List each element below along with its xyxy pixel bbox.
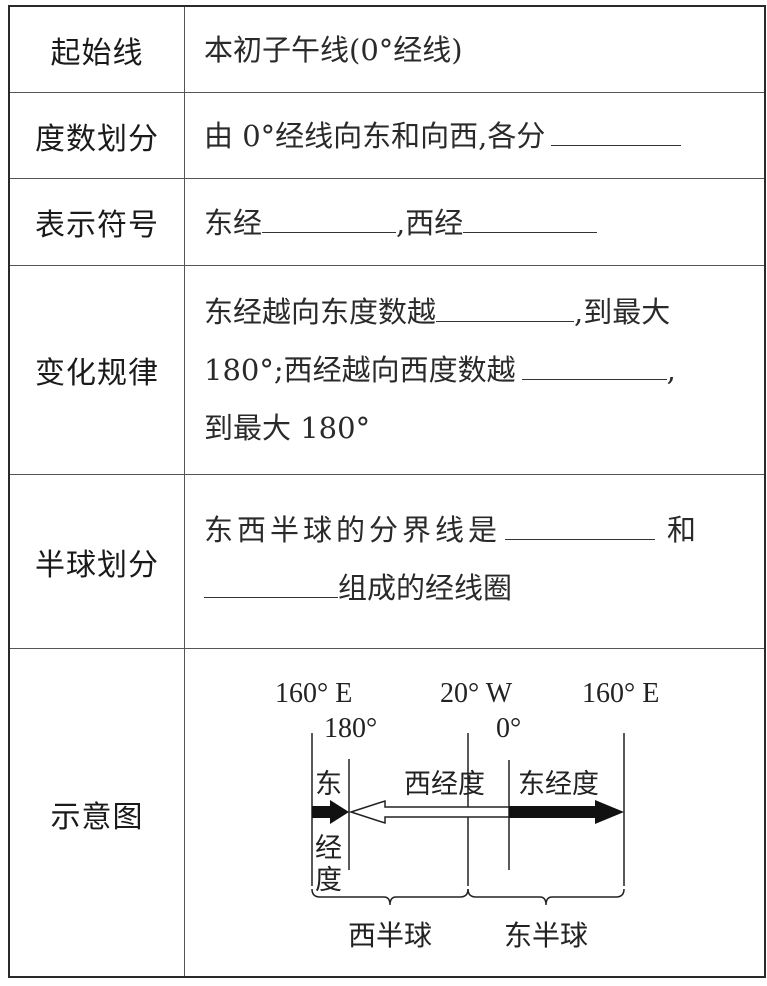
label-160e-right: 160° E (582, 678, 660, 709)
row-change-pattern-content: 东经越向东度数越 ,到最大 180°;西经越向西度数越, 到最大 180° (204, 283, 750, 457)
label-change-pattern: 变化规律 (35, 356, 159, 391)
label-180: 180° (324, 713, 378, 744)
row-divider (10, 474, 764, 475)
west-arrow (348, 799, 510, 825)
change-pattern-text: 180°;西经越向西度数越 (204, 353, 516, 387)
eastern-hemisphere-label: 东半球 (504, 919, 589, 952)
column-divider (184, 7, 185, 976)
hemisphere-text: 和 (667, 513, 697, 547)
change-pattern-text: , (666, 353, 676, 387)
change-pattern-text: 东经越向东度数越 (204, 295, 437, 329)
east-vertical-1: 东 (315, 769, 342, 800)
label-notation: 表示符号 (35, 208, 159, 243)
row-divider (10, 92, 764, 93)
west-longitude-text: ,西经 (396, 206, 464, 240)
east-longitude-label: 东经度 (518, 769, 599, 800)
answer-blank[interactable] (262, 202, 397, 233)
label-20w: 20° W (440, 678, 513, 709)
answer-blank[interactable] (505, 509, 656, 540)
row-hemisphere-content: 东西半球的分界线是 和 组成的经线圈 (204, 501, 750, 617)
row-start-line-content: 本初子午线(0°经线) (204, 21, 750, 79)
west-longitude-label: 西经度 (404, 769, 485, 800)
east-vertical-2: 经 (315, 833, 342, 864)
answer-blank[interactable] (204, 567, 338, 598)
western-hemisphere-brace (311, 888, 469, 906)
hemisphere-text: 组成的经线圈 (338, 571, 513, 605)
eastern-hemisphere-brace (467, 888, 625, 906)
hemisphere-text: 东西半球的分界线是 (204, 513, 502, 547)
row-divider (10, 648, 764, 649)
answer-blank[interactable] (551, 115, 682, 146)
row-divider (10, 265, 764, 266)
answer-blank[interactable] (436, 291, 575, 322)
western-hemisphere-label: 西半球 (348, 919, 433, 952)
east-arrow-large (509, 800, 624, 824)
change-pattern-text: 到最大 180° (204, 411, 371, 445)
row-divider (10, 178, 764, 179)
answer-blank[interactable] (521, 349, 667, 380)
label-start-line: 起始线 (50, 35, 144, 71)
degree-division-text: 由 0°经线向东和向西,各分 (204, 119, 546, 153)
label-160e-left: 160° E (275, 678, 353, 709)
east-arrow-small (312, 800, 349, 824)
label-schematic: 示意图 (50, 799, 144, 835)
longitude-table: 起始线 度数划分 表示符号 变化规律 半球划分 示意图 本初子午线(0°经线) … (8, 5, 766, 978)
east-longitude-text: 东经 (204, 206, 263, 240)
row-notation-content: 东经 ,西经 (204, 194, 750, 252)
label-hemisphere-division: 半球划分 (35, 547, 159, 583)
row-degree-division-content: 由 0°经线向东和向西,各分 (204, 107, 750, 165)
label-0: 0° (496, 713, 522, 744)
change-pattern-text: ,到最大 (574, 295, 671, 329)
start-line-text: 本初子午线(0°经线) (204, 33, 463, 67)
label-degree-division: 度数划分 (35, 121, 159, 157)
east-vertical-3: 度 (315, 865, 342, 896)
answer-blank[interactable] (463, 202, 598, 233)
